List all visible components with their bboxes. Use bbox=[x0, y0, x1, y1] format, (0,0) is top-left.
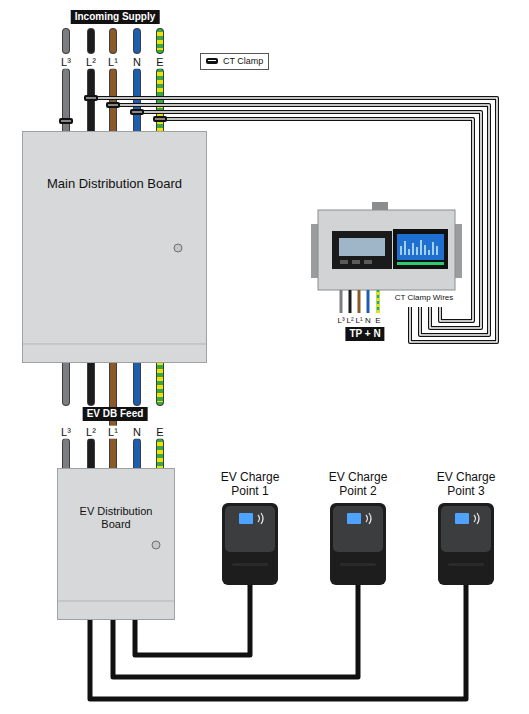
wire-l1 bbox=[110, 32, 116, 133]
unit-wire-earth-stripe bbox=[377, 292, 380, 313]
housing-face bbox=[441, 506, 491, 552]
door-edge bbox=[58, 601, 174, 602]
distribution-board: EV Distribution Board bbox=[57, 468, 175, 620]
unit-wire-l3 bbox=[340, 290, 343, 313]
unit-screen bbox=[332, 231, 392, 269]
ct-clamp-slot bbox=[61, 98, 165, 121]
conductor-label: E bbox=[155, 426, 164, 439]
charge-point-housing bbox=[330, 503, 386, 585]
charge-point: EV Charge Point 3 bbox=[421, 470, 511, 585]
rfid-symbol bbox=[258, 513, 263, 524]
legend-text: CT Clamp bbox=[223, 56, 263, 67]
charger-screen bbox=[239, 513, 253, 524]
conductor-label: N bbox=[132, 426, 142, 439]
terminal-label: L¹ bbox=[355, 316, 362, 325]
charge-point-label: EV Charge Point 3 bbox=[421, 470, 511, 499]
charge-point-housing bbox=[222, 503, 278, 585]
housing-body bbox=[222, 503, 278, 585]
legend-entry: CT Clamp bbox=[206, 56, 263, 67]
charge-point: EV Charge Point 1 bbox=[205, 470, 295, 585]
door-lock bbox=[174, 244, 182, 252]
terminal-label: L³ bbox=[337, 316, 344, 325]
distribution-board: Main Distribution Board bbox=[22, 131, 207, 363]
charge-point-label: EV Charge Point 2 bbox=[313, 470, 403, 499]
title-tag: Incoming Supply bbox=[71, 10, 160, 24]
unit-wire-earth bbox=[377, 290, 380, 313]
unit-lcd bbox=[339, 238, 385, 256]
board-door bbox=[58, 469, 174, 619]
wire-outline bbox=[109, 32, 117, 133]
conductor-label: L² bbox=[85, 56, 97, 69]
housing-body bbox=[330, 503, 386, 585]
board-label: EV Distribution Board bbox=[64, 505, 168, 531]
charge-point-label: EV Charge Point 1 bbox=[205, 470, 295, 499]
unit-button bbox=[364, 260, 372, 264]
housing-slot bbox=[232, 563, 268, 566]
board-door bbox=[23, 132, 206, 362]
housing-slot bbox=[448, 563, 484, 566]
charge-point: EV Charge Point 2 bbox=[313, 470, 403, 585]
conductor-label: E bbox=[155, 56, 164, 69]
title-tag: TP + N bbox=[345, 327, 384, 341]
display-bars bbox=[401, 240, 437, 255]
unit-display bbox=[393, 229, 448, 269]
charger-screen bbox=[455, 513, 469, 524]
unit-wire-l1 bbox=[358, 290, 361, 313]
unit-button bbox=[340, 260, 348, 264]
conductor-label: N bbox=[132, 56, 142, 69]
charge-point-housing bbox=[438, 503, 494, 585]
unit-body bbox=[318, 210, 455, 290]
housing-face bbox=[333, 506, 383, 552]
housing-body bbox=[438, 503, 494, 585]
legend-box: CT Clamp bbox=[200, 53, 269, 70]
ct-clamps bbox=[59, 95, 167, 124]
conductor-label: L³ bbox=[60, 56, 72, 69]
feed-label: EV DB Feed bbox=[83, 407, 148, 421]
unit-button bbox=[352, 260, 360, 264]
unit-wire-neutral bbox=[367, 290, 370, 313]
monitoring-unit bbox=[311, 202, 462, 313]
board-label: Main Distribution Board bbox=[29, 176, 200, 192]
terminal-label: N bbox=[365, 316, 371, 325]
conductor-label: L¹ bbox=[107, 426, 119, 439]
rfid-symbol bbox=[474, 513, 479, 524]
door-edge bbox=[23, 344, 206, 345]
unit-display-screen bbox=[397, 234, 444, 260]
charger-screen bbox=[347, 513, 361, 524]
terminal-label: E bbox=[375, 316, 380, 325]
legend-swatch bbox=[206, 58, 218, 64]
housing-slot bbox=[340, 563, 376, 566]
unit-wire-l2 bbox=[349, 290, 352, 313]
rfid-symbol bbox=[366, 513, 371, 524]
display-status bbox=[397, 262, 444, 265]
conductor-label: L³ bbox=[60, 426, 72, 439]
housing-face bbox=[225, 506, 275, 552]
conductor-label: L¹ bbox=[107, 56, 119, 69]
conductor-label: L² bbox=[85, 426, 97, 439]
terminal-label: L² bbox=[346, 316, 353, 325]
door-lock bbox=[152, 541, 160, 549]
terminal-label: CT Clamp Wires bbox=[395, 293, 454, 302]
